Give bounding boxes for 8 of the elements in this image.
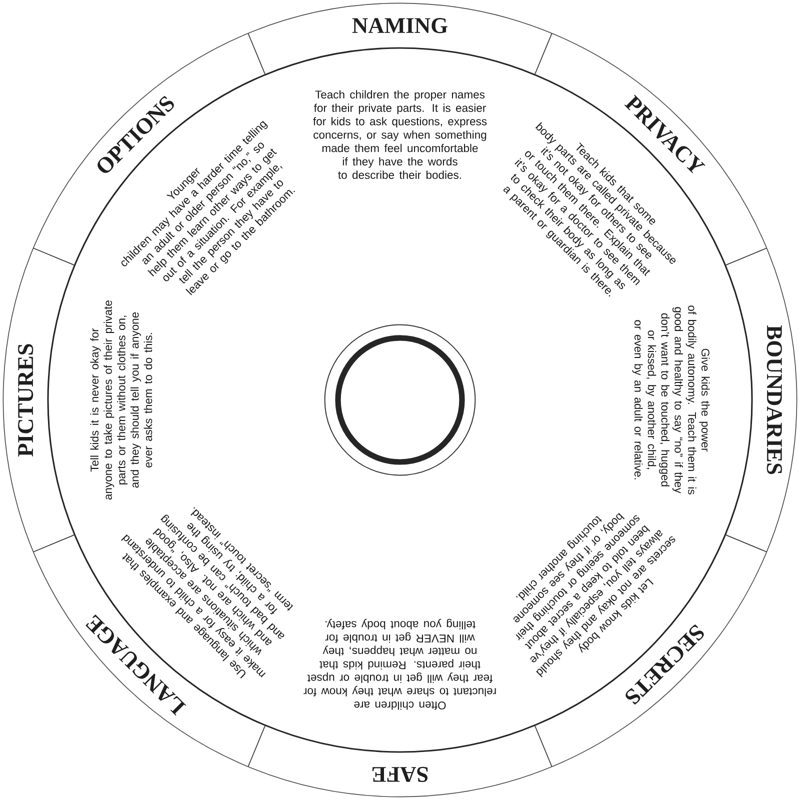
sector-text: Often children are reluctant to share what they know for fear they will get in trouble or upset their parents. Remind kids that no matter what happens, they will NEVER get in trouble for telling you about body safety. bbox=[304, 618, 496, 710]
sector-text: Tell kids it is never okay for anyone to take pictures of their private parts or them without clothes on, and they should tell you if anyone ever asks them to do this. bbox=[90, 300, 152, 500]
sector-text: Give kids the power of bodily autonomy. Teach them it is good and healthy to say “no” if they don’t want to be touched, hugged or kissed, by another child, or even by an adult or relative. bbox=[632, 306, 710, 494]
sector-heading: PICTURES bbox=[18, 344, 34, 456]
sector-heading: BOUNDARIES bbox=[766, 325, 782, 474]
sector-text: Teach children the proper names for their private parts. It is easier for kids to ask questions, express concerns, or say when something made them feel uncomfortable if they have the words to describe their bodies. bbox=[313, 90, 487, 179]
sector-heading: SAFE bbox=[372, 766, 428, 782]
sector-heading: NAMING bbox=[352, 18, 448, 34]
